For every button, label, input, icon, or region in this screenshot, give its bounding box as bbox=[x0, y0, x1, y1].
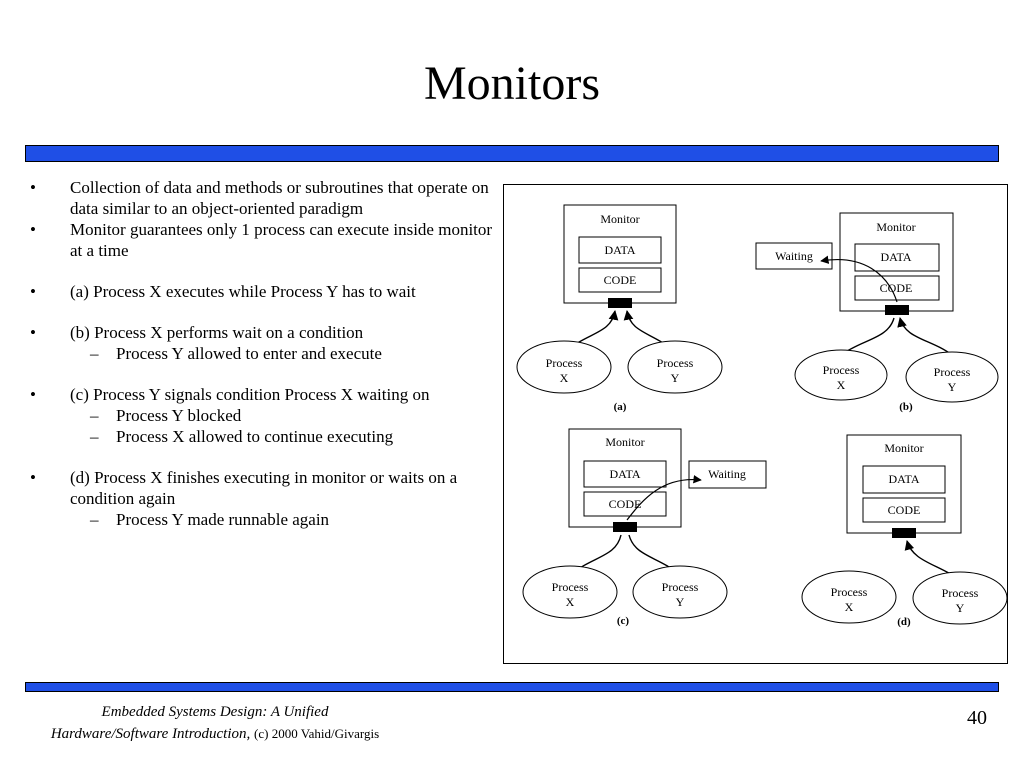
panel-d: Monitor DATA CODE Process X Process Y (d… bbox=[801, 434, 1008, 628]
process-label: Process bbox=[823, 363, 860, 377]
process-label: Process bbox=[831, 585, 868, 599]
sub-bullet-item: –Process X allowed to continue executing bbox=[90, 427, 394, 446]
slide-title: Monitors bbox=[423, 57, 600, 110]
entry-gate bbox=[613, 522, 637, 532]
monitor-label: Monitor bbox=[605, 435, 644, 449]
data-label: DATA bbox=[880, 250, 911, 264]
code-label: CODE bbox=[880, 281, 913, 295]
code-label: CODE bbox=[609, 497, 642, 511]
process-label: Process bbox=[934, 365, 971, 379]
entry-gate bbox=[892, 528, 916, 538]
sub-bullet-item: –Process Y made runnable again bbox=[90, 510, 330, 529]
bullet-item: •(c) Process Y signals condition Process… bbox=[30, 384, 500, 447]
panel-caption: (b) bbox=[899, 401, 913, 413]
process-label: Process bbox=[662, 580, 699, 594]
bullet-item: •(d) Process X finishes executing in mon… bbox=[30, 467, 500, 530]
sub-bullet-item: –Process Y allowed to enter and execute bbox=[90, 344, 382, 363]
process-id: Y bbox=[676, 595, 685, 609]
panel-caption: (c) bbox=[617, 615, 630, 627]
process-id: X bbox=[560, 371, 569, 385]
entry-gate bbox=[608, 298, 632, 308]
bullet-item: •(a) Process X executes while Process Y … bbox=[30, 282, 416, 301]
panel-caption: (a) bbox=[614, 401, 627, 413]
footer-citation: Embedded Systems Design: A Unified Hardw… bbox=[20, 702, 410, 745]
panel-c: Monitor DATA CODE Waiting Process X Proc… bbox=[522, 428, 767, 627]
waiting-label: Waiting bbox=[708, 467, 746, 481]
data-label: DATA bbox=[604, 243, 635, 257]
monitor-diagram: Monitor DATA CODE Process X Process Y (a… bbox=[503, 184, 1008, 664]
bullet-item: •Collection of data and methods or subro… bbox=[30, 178, 489, 218]
process-id: X bbox=[837, 378, 846, 392]
sub-bullet-item: –Process Y blocked bbox=[90, 406, 242, 425]
data-label: DATA bbox=[609, 467, 640, 481]
panel-caption: (d) bbox=[897, 616, 911, 628]
monitor-label: Monitor bbox=[884, 441, 923, 455]
waiting-label: Waiting bbox=[775, 249, 813, 263]
data-label: DATA bbox=[888, 472, 919, 486]
process-id: X bbox=[845, 600, 854, 614]
process-id: Y bbox=[956, 601, 965, 615]
bullet-item: •Monitor guarantees only 1 process can e… bbox=[30, 220, 493, 260]
footer-book-line1: Embedded Systems Design: A Unified bbox=[101, 704, 329, 720]
panel-b: Monitor DATA CODE Waiting Process X Proc… bbox=[755, 212, 999, 413]
process-label: Process bbox=[657, 356, 694, 370]
bullet-item: •(b) Process X performs wait on a condit… bbox=[30, 322, 500, 364]
code-label: CODE bbox=[888, 503, 921, 517]
sub-bullet-list: –Process Y made runnable again bbox=[70, 509, 500, 530]
bullet-list: •Collection of data and methods or subro… bbox=[30, 177, 500, 530]
bottom-divider-bar bbox=[25, 682, 999, 692]
process-label: Process bbox=[942, 586, 979, 600]
sub-bullet-list: –Process Y blocked –Process X allowed to… bbox=[70, 405, 500, 447]
sub-bullet-list: –Process Y allowed to enter and execute bbox=[70, 343, 500, 364]
footer-book-line2-wrap: Hardware/Software Introduction, (c) 2000… bbox=[20, 723, 410, 745]
page-number: 40 bbox=[967, 707, 987, 729]
entry-gate bbox=[885, 305, 909, 315]
panel-a: Monitor DATA CODE Process X Process Y (a… bbox=[516, 204, 723, 413]
monitor-label: Monitor bbox=[600, 212, 639, 226]
process-id: Y bbox=[671, 371, 680, 385]
footer-book-line2: Hardware/Software Introduction, bbox=[50, 726, 251, 742]
top-divider-bar bbox=[25, 145, 999, 162]
process-id: X bbox=[566, 595, 575, 609]
process-label: Process bbox=[546, 356, 583, 370]
footer-copyright: (c) 2000 Vahid/Givargis bbox=[254, 726, 380, 741]
code-label: CODE bbox=[604, 273, 637, 287]
process-id: Y bbox=[948, 380, 957, 394]
monitor-label: Monitor bbox=[876, 220, 915, 234]
process-label: Process bbox=[552, 580, 589, 594]
